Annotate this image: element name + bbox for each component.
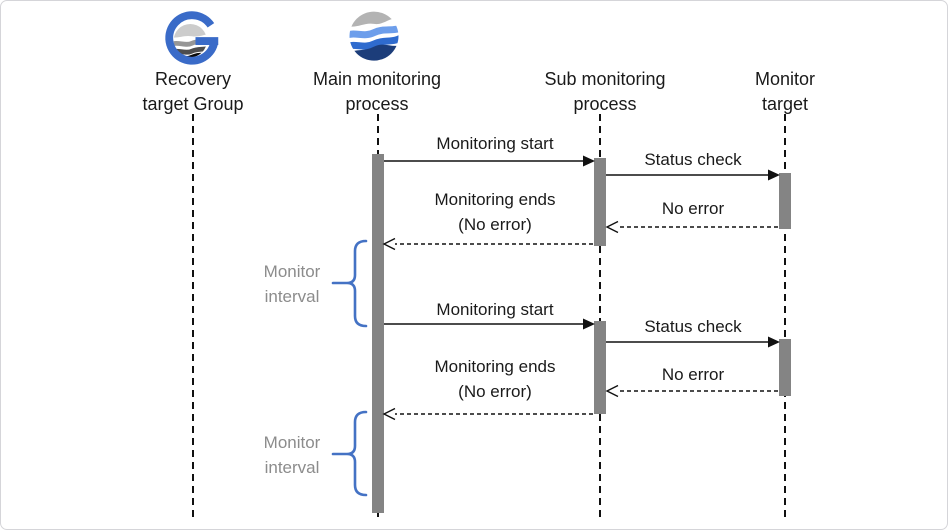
interval-label-line: interval	[264, 287, 320, 306]
arrowhead-monitoring-ends-2	[382, 407, 396, 421]
monitor-interval-brace-1	[331, 239, 368, 328]
actor-label-line: target	[761, 94, 809, 114]
actor-label-line: Recovery	[154, 69, 232, 89]
message-label-line: Monitoring ends	[434, 190, 556, 209]
arrowhead-status-check-2	[768, 336, 780, 348]
actor-label-line: Main monitoring	[312, 69, 442, 89]
message-label-line: (No error)	[458, 382, 532, 401]
actor-label-line: process	[573, 94, 637, 114]
message-label-monitoring-ends-1: Monitoring ends (No error)	[435, 187, 556, 237]
actor-label-line: Monitor	[754, 69, 816, 89]
actor-header-main-monitoring-process: Main monitoring process	[313, 67, 441, 117]
message-label-monitoring-start-1: Monitoring start	[436, 134, 554, 153]
arrowhead-monitoring-start-2	[583, 318, 595, 330]
message-label-status-check-1: Status check	[644, 150, 742, 169]
message-label-no-error-2: No error	[661, 365, 725, 384]
message-label-line: (No error)	[458, 215, 532, 234]
monitor-interval-label-1: Monitor interval	[264, 259, 321, 309]
message-label-monitoring-ends-2: Monitoring ends (No error)	[435, 354, 556, 404]
actor-header-recovery-target-group: Recovery target Group	[142, 67, 243, 117]
interval-label-line: Monitor	[263, 262, 321, 281]
interval-label-line: interval	[264, 458, 320, 477]
message-label-line: Monitoring ends	[434, 357, 556, 376]
actor-label-line: target Group	[142, 94, 244, 114]
message-label-status-check-2: Status check	[644, 317, 742, 336]
wave-sphere-icon	[349, 11, 399, 61]
activation-bar-target-2	[779, 339, 791, 396]
monitor-interval-brace-2	[331, 410, 368, 497]
monitor-interval-label-2: Monitor interval	[264, 430, 321, 480]
message-label-no-error-1: No error	[661, 199, 725, 218]
g-globe-icon	[165, 11, 219, 65]
activation-bar-target-1	[779, 173, 791, 229]
arrowhead-monitoring-ends-1	[382, 237, 396, 251]
arrowhead-no-error-2	[605, 384, 619, 398]
arrowhead-no-error-1	[605, 220, 619, 234]
interval-label-line: Monitor	[263, 433, 321, 452]
actor-label-line: Sub monitoring	[544, 69, 666, 89]
activation-bar-sub-1	[594, 158, 606, 246]
actor-header-monitor-target: Monitor target	[755, 67, 815, 117]
arrowhead-monitoring-start-1	[583, 155, 595, 167]
actor-label-line: process	[345, 94, 409, 114]
activation-bar-main	[372, 154, 384, 513]
message-label-monitoring-start-2: Monitoring start	[436, 300, 554, 319]
activation-bar-sub-2	[594, 321, 606, 414]
actor-header-sub-monitoring-process: Sub monitoring process	[544, 67, 665, 117]
arrowhead-status-check-1	[768, 169, 780, 181]
